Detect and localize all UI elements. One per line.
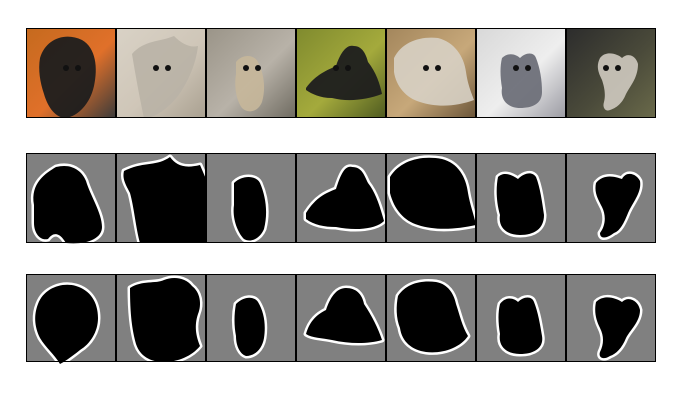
foreground-region: [303, 285, 385, 346]
eye-mark: [333, 65, 339, 71]
eye-mark: [63, 65, 69, 71]
prediction-mask-6: [476, 274, 566, 362]
trimap-mask-1: [26, 153, 116, 246]
photo-basset-dog: [206, 28, 296, 118]
foreground-region: [394, 279, 471, 355]
foreground-region: [494, 170, 547, 238]
cell-border: [206, 153, 296, 243]
prediction-mask-5: [386, 274, 476, 362]
cell-border: [296, 274, 386, 362]
eye-mark: [603, 65, 609, 71]
trimap-mask-3: [206, 153, 296, 244]
eye-mark: [615, 65, 621, 71]
prediction-mask-7: [566, 274, 656, 362]
cell-border: [476, 28, 566, 118]
photo-grey-cat: [476, 28, 566, 118]
cell-border: [386, 274, 476, 362]
foreground-region: [30, 163, 105, 246]
eye-mark: [255, 65, 261, 71]
foreground-region: [593, 171, 643, 240]
cell-border: [476, 274, 566, 362]
cell-border: [206, 274, 296, 362]
cell-border: [566, 153, 656, 243]
foreground-region: [592, 294, 643, 361]
cell-border: [206, 28, 296, 118]
prediction-mask-3: [206, 274, 296, 362]
foreground-region: [496, 295, 545, 357]
foreground-region: [387, 155, 479, 232]
trimap-mask-2: [116, 153, 209, 246]
prediction-mask-4: [296, 274, 386, 362]
cell-border: [116, 153, 206, 243]
eye-mark: [513, 65, 519, 71]
trimap-mask-6: [476, 153, 566, 243]
cell-border: [296, 28, 386, 118]
grey-cat-silhouette: [500, 53, 542, 108]
cell-border: [26, 28, 116, 118]
prediction-mask-1: [26, 274, 116, 367]
foreground-region: [127, 275, 203, 365]
cell-border: [296, 153, 386, 243]
shaggy-dog-silhouette: [394, 37, 474, 106]
cell-border: [386, 153, 476, 243]
cell-border: [26, 153, 116, 243]
cell-border: [116, 28, 206, 118]
prediction-mask-2: [116, 274, 206, 365]
photo-shaggy-dog: [386, 28, 476, 118]
foreground-region: [121, 154, 209, 246]
cell-border: [26, 274, 116, 362]
cell-border: [116, 274, 206, 362]
photo-spaniel-dog: [566, 28, 656, 118]
foreground-region: [32, 282, 101, 367]
photo-black-dog: [26, 28, 116, 118]
photo-black-cat: [296, 28, 386, 118]
cell-border: [386, 28, 476, 118]
black-cat-silhouette: [306, 45, 382, 101]
eye-mark: [423, 65, 429, 71]
eye-mark: [435, 65, 441, 71]
trimap-mask-5: [386, 153, 479, 243]
siamese-cat-silhouette: [132, 36, 198, 118]
cell-border: [476, 153, 566, 243]
eye-mark: [165, 65, 171, 71]
eye-mark: [75, 65, 81, 71]
eye-mark: [345, 65, 351, 71]
foreground-region: [232, 295, 268, 359]
trimap-mask-7: [566, 153, 656, 243]
eye-mark: [153, 65, 159, 71]
cell-border: [566, 28, 656, 118]
photo-siamese-cat: [116, 28, 206, 118]
trimap-mask-4: [296, 153, 387, 243]
foreground-region: [303, 164, 387, 232]
eye-mark: [243, 65, 249, 71]
eye-mark: [525, 65, 531, 71]
black-dog-silhouette: [39, 36, 96, 118]
foreground-region: [231, 174, 269, 244]
cell-border: [566, 274, 656, 362]
